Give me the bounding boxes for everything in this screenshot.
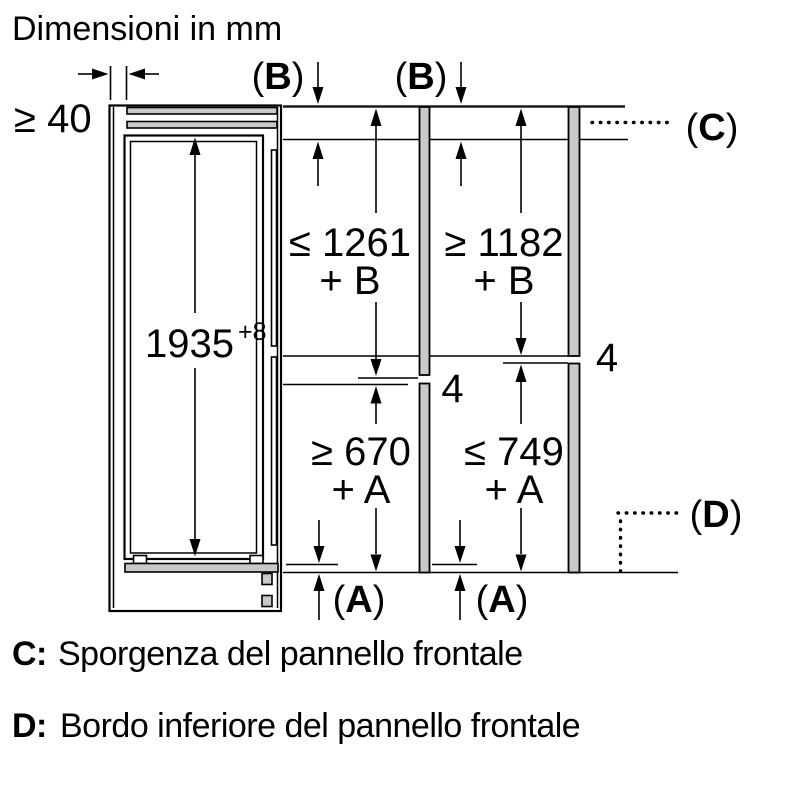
lower-left-dimension-suffix: + A [332, 468, 391, 512]
lower-left-dimension-arrows [370, 386, 382, 572]
b-right-dimension-arrows [455, 62, 467, 186]
a-right-dimension-arrows [454, 520, 466, 620]
legend-d-key: D: [12, 707, 47, 745]
arrow-up-icon [312, 141, 324, 159]
arrow-down-icon [454, 546, 466, 563]
legend-c-text: Sporgenza del pannello frontale [58, 635, 523, 673]
lower-right-dimension: ≤ 749 [464, 430, 564, 474]
front-panel-left-upper [418, 106, 431, 376]
arrow-up-icon [515, 364, 527, 382]
arrow-left-icon [128, 68, 145, 80]
upper-left-dimension: ≤ 1261 [289, 221, 411, 265]
appliance-body-inner [129, 140, 258, 554]
upper-left-dimension-arrows [370, 108, 382, 376]
wall-gap-dimension: ≥ 40 [14, 97, 92, 141]
upper-right-dimension-suffix: + B [473, 259, 534, 303]
appliance-door-lower [270, 356, 278, 546]
panel-gap-right: 4 [596, 336, 618, 380]
cabinet-outline [108, 104, 283, 613]
appliance-foot-right [249, 554, 264, 565]
a-left-dimension-arrows [313, 520, 325, 620]
upper-left-dimension-suffix: + B [319, 259, 380, 303]
arrow-right-icon [92, 68, 109, 80]
label-d: (D) [690, 494, 743, 536]
legend-d-text: Bordo inferiore del pannello frontale [60, 707, 580, 745]
label-b-left: (B) [252, 56, 305, 98]
appliance-body-outer [123, 134, 265, 561]
hinge-block-lower [261, 594, 273, 608]
cabinet-drawing [108, 104, 283, 613]
legend-c-key: C: [12, 635, 47, 673]
label-b-right: (B) [395, 56, 448, 98]
base-panel [124, 562, 279, 573]
legend: C: Sporgenza del pannello frontale D: Bo… [12, 635, 581, 745]
diagram-title: Dimensioni in mm [12, 10, 282, 48]
arrow-down-icon [455, 87, 467, 104]
lower-left-dimension: ≥ 670 [311, 430, 411, 474]
label-a-left: (A) [333, 579, 386, 621]
arrow-down-icon [515, 554, 527, 572]
arrow-down-icon [312, 87, 324, 104]
top-vent-panel-2 [126, 120, 278, 129]
upper-right-dimension: ≥ 1182 [444, 221, 563, 265]
niche-height-dimension-arrows [189, 137, 201, 557]
wall-gap-dimension-arrows [78, 66, 159, 100]
arrow-up-icon [515, 108, 527, 126]
arrow-down-icon [370, 554, 382, 572]
arrow-down-icon [515, 338, 527, 355]
arrow-up-icon [455, 141, 467, 159]
arrow-up-icon [313, 574, 325, 591]
arrow-up-icon [454, 574, 466, 591]
hinge-block-upper [261, 572, 273, 586]
arrow-down-icon [370, 359, 382, 376]
lower-right-dimension-suffix: + A [485, 468, 544, 512]
appliance-foot-left [132, 554, 148, 565]
front-panel-left-lower [418, 382, 431, 574]
arrow-down-icon [313, 546, 325, 563]
label-c: (C) [686, 107, 739, 149]
lower-right-dimension-arrows [515, 364, 527, 572]
b-left-dimension-arrows [312, 62, 324, 186]
arrow-up-icon [370, 108, 382, 126]
upper-right-dimension-arrows [515, 108, 527, 355]
front-panel-right-lower [567, 362, 581, 574]
panel-gap-left: 4 [441, 367, 463, 411]
niche-height-tolerance: +8 [238, 318, 267, 346]
front-panels [418, 106, 581, 574]
appliance-door-upper [270, 149, 278, 347]
arrow-down-icon [189, 539, 201, 557]
arrow-up-icon [370, 386, 382, 404]
label-a-right: (A) [476, 579, 529, 621]
arrow-up-icon [189, 137, 201, 155]
front-panel-right-upper [567, 106, 581, 357]
top-vent-panel-1 [126, 106, 278, 115]
niche-height-dimension: 1935 [145, 322, 234, 366]
